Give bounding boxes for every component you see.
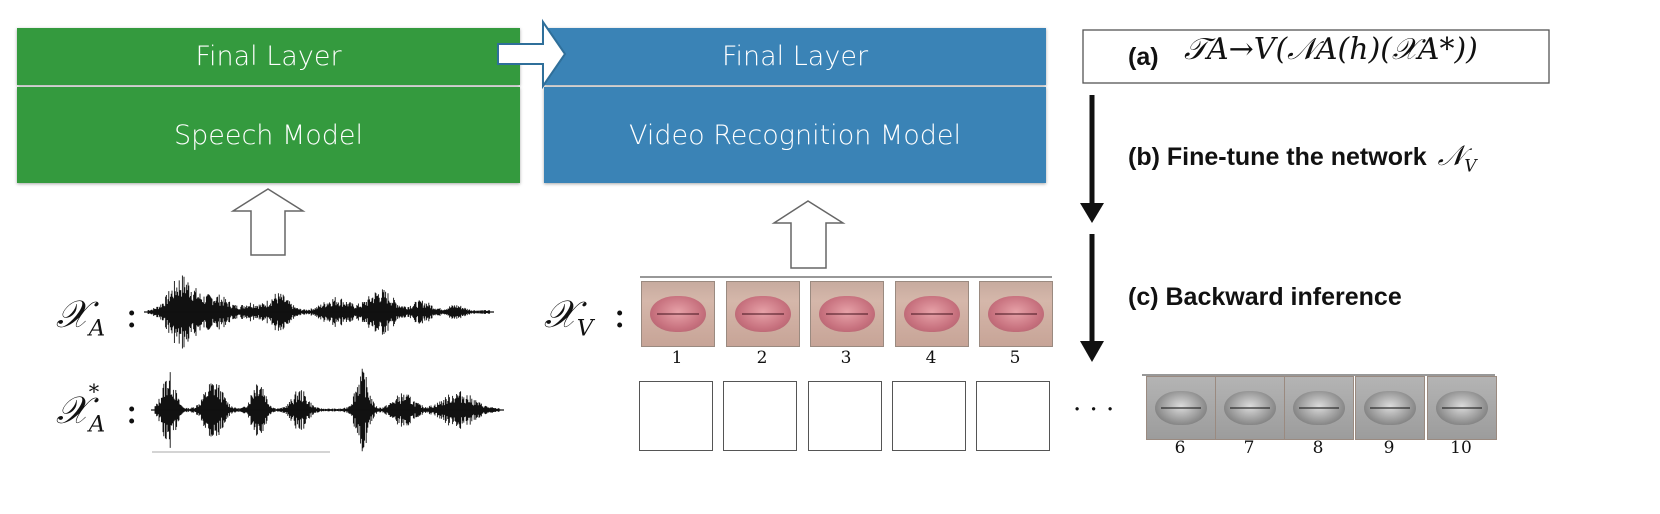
- ellipsis: · · ·: [1073, 395, 1115, 425]
- lip-frame-icon: [979, 281, 1053, 347]
- frame-number: 6: [1174, 438, 1186, 458]
- frame-number: 10: [1450, 438, 1472, 458]
- down-arrow-icon: [1080, 234, 1104, 362]
- right-arrow-icon: [497, 18, 567, 90]
- lip-frame-icon: [1215, 376, 1285, 440]
- up-arrow-icon: [771, 200, 846, 269]
- empty-frame-box: [892, 381, 966, 451]
- empty-frame-box: [808, 381, 882, 451]
- video-model-block: Video Recognition Model: [544, 87, 1046, 183]
- lip-frame-icon: [726, 281, 800, 347]
- speech-model-label: Speech Model: [173, 119, 364, 151]
- step-a-label: (a): [1128, 43, 1159, 71]
- lip-frame-icon: [895, 281, 969, 347]
- lip-frame-icon: [1427, 376, 1497, 440]
- video-final-layer-label: Final Layer: [721, 41, 869, 72]
- frame-number: 5: [1009, 348, 1021, 368]
- down-arrow-icon: [1080, 95, 1104, 223]
- waveform-icon: [151, 368, 504, 452]
- lip-frame-icon: [810, 281, 884, 347]
- lip-frame-icon: [1355, 376, 1425, 440]
- waveform-icon: [144, 275, 494, 349]
- lip-frame-icon: [641, 281, 715, 347]
- speech-final-layer-label: Final Layer: [195, 41, 342, 72]
- xa-star-label: 𝒳*A :: [56, 380, 139, 438]
- empty-frame-box: [723, 381, 797, 451]
- empty-frame-box: [976, 381, 1050, 451]
- frame-number: 1: [671, 348, 683, 368]
- frame-number: 7: [1243, 438, 1255, 458]
- frame-number: 4: [925, 348, 937, 368]
- frame-number: 3: [840, 348, 852, 368]
- video-model-label: Video Recognition Model: [629, 119, 961, 151]
- step-b-label: (b) Fine-tune the network 𝒩V: [1128, 139, 1477, 176]
- video-final-layer: Final Layer: [544, 28, 1046, 85]
- step-a-formula: 𝒯A→V(𝒩A(h)(𝒳A*)): [1184, 32, 1478, 67]
- lip-frame-icon: [1284, 376, 1354, 440]
- speech-model-block: Speech Model: [17, 87, 520, 183]
- lip-frame-icon: [1146, 376, 1216, 440]
- frame-number: 9: [1383, 438, 1395, 458]
- xa-label: 𝒳A :: [56, 292, 139, 342]
- frame-number: 2: [756, 348, 768, 368]
- step-c-label: (c) Backward inference: [1128, 283, 1402, 311]
- up-arrow-icon: [230, 188, 306, 256]
- empty-frame-box: [639, 381, 713, 451]
- xv-label: 𝒳V :: [544, 292, 627, 342]
- formula-box: [1082, 29, 1550, 84]
- frame-number: 8: [1312, 438, 1324, 458]
- speech-final-layer: Final Layer: [17, 28, 520, 85]
